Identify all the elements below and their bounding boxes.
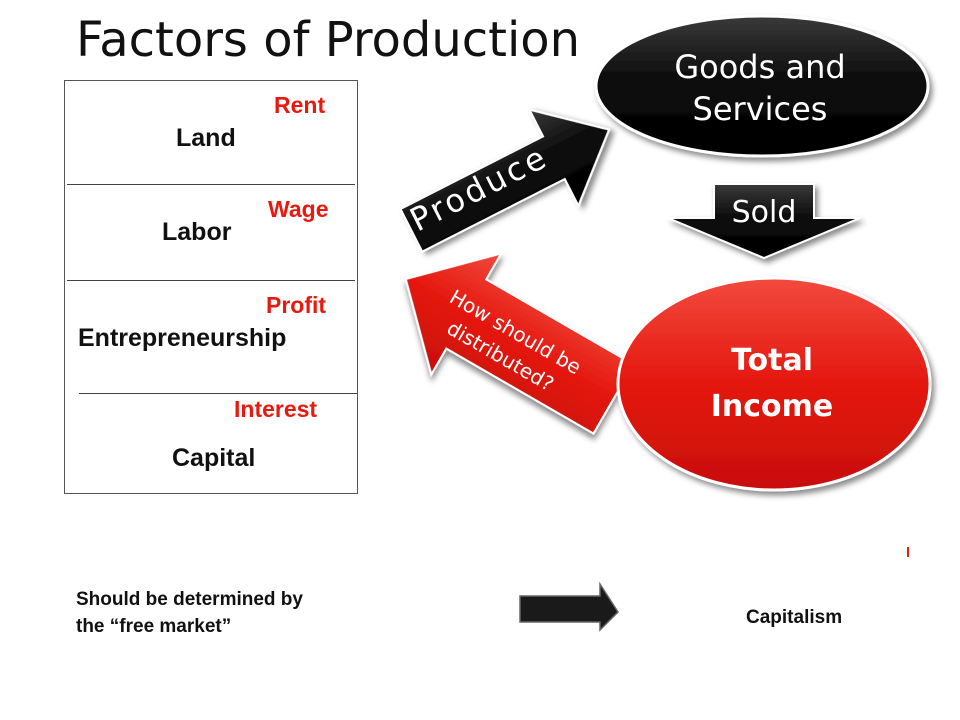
- conclusion-arrow-icon: [519, 581, 619, 632]
- goods-services-ellipse: [594, 14, 930, 158]
- market-question-line1: Should be determined by: [76, 589, 303, 610]
- produce-arrow: [399, 108, 611, 254]
- factor-payment-profit: Profit: [266, 292, 327, 318]
- factor-name-capital: Capital: [172, 444, 256, 472]
- sold-label: Sold: [732, 195, 797, 230]
- distribution-arrow: [404, 251, 635, 436]
- row-divider: [67, 280, 355, 281]
- factor-payment-interest: Interest: [234, 396, 318, 422]
- goods-services-label-line1: Goods and: [674, 48, 845, 86]
- market-question-line2: the “free market”: [76, 616, 232, 637]
- capitalism-label: Capitalism: [746, 607, 843, 628]
- row-divider: [67, 184, 355, 185]
- factor-payment-wage: Wage: [268, 196, 329, 222]
- goods-services-label-line2: Services: [693, 90, 828, 128]
- factor-name-entrepreneurship: Entrepreneurship: [78, 324, 287, 352]
- total-income-label-line2: Income: [711, 389, 834, 424]
- total-income-label-line1: Total: [731, 343, 813, 378]
- total-income-ellipse: [616, 276, 932, 492]
- page-title: Factors of Production: [76, 12, 581, 68]
- sold-arrow: [667, 183, 861, 260]
- decorative-mark: [907, 547, 909, 557]
- factors-table: [64, 80, 358, 494]
- factor-payment-rent: Rent: [274, 92, 326, 118]
- market-question: Should be determined by the “free market…: [76, 586, 303, 640]
- factor-name-labor: Labor: [162, 218, 232, 246]
- factor-name-land: Land: [176, 124, 236, 152]
- row-divider: [79, 393, 357, 394]
